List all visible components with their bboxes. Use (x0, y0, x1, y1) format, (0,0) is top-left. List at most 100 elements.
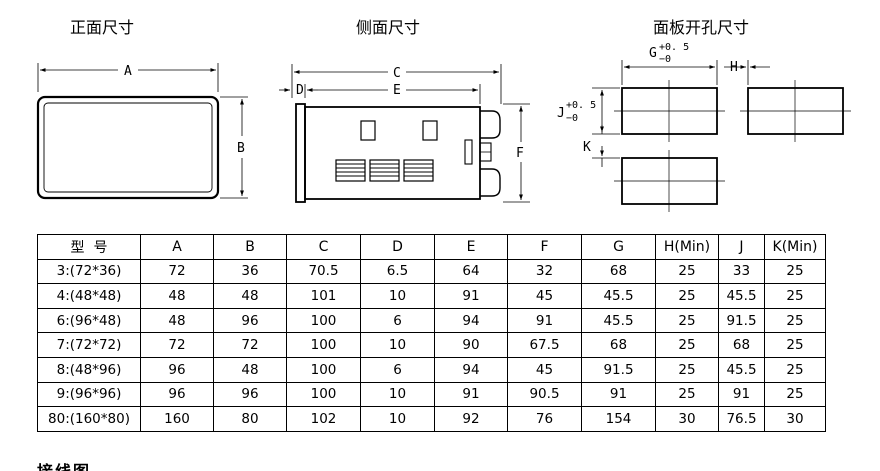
table-cell: 96 (213, 381, 287, 408)
dimension-table: 型 号 A B C D E F G H(Min) J K(Min) 3:(72*… (37, 234, 826, 432)
dim-label-f: F (516, 146, 524, 161)
table-cell: 64 (434, 258, 508, 285)
side-view-title: 侧面尺寸 (356, 18, 421, 37)
table-cell: 30 (764, 406, 826, 432)
dim-label-c: C (393, 66, 401, 81)
table-cell: 25 (764, 283, 826, 309)
table-cell: 3:(72*36) (37, 258, 141, 285)
table-cell: 68 (718, 332, 765, 358)
table-cell: 91 (434, 283, 508, 309)
table-cell: 91 (434, 381, 508, 408)
col-header-model: 型 号 (37, 234, 141, 260)
table-cell: 72 (140, 258, 214, 285)
table-cell: 96 (213, 307, 287, 334)
g-tolerance-upper: +0. 5 (659, 42, 689, 53)
table-cell: 8:(48*96) (37, 356, 141, 383)
table-cell: 102 (286, 406, 361, 432)
table-cell: 91 (718, 381, 765, 408)
table-cell: 90.5 (507, 381, 582, 408)
col-header-a: A (140, 234, 214, 260)
side-view (279, 64, 530, 203)
table-cell: 48 (140, 307, 214, 334)
g-tolerance-lower: −0 (659, 54, 671, 65)
table-cell: 45.5 (718, 283, 765, 309)
table-cell: 80 (213, 406, 287, 432)
table-cell: 94 (434, 356, 508, 383)
table-cell: 10 (360, 283, 435, 309)
table-cell: 91.5 (718, 307, 765, 334)
table-cell: 25 (764, 381, 826, 408)
dim-label-h: H (730, 60, 738, 75)
table-cell: 45.5 (581, 307, 656, 334)
col-header-c: C (286, 234, 361, 260)
front-view (36, 63, 248, 200)
table-cell: 92 (434, 406, 508, 432)
table-cell: 91 (581, 381, 656, 408)
dim-label-e: E (393, 83, 401, 98)
table-cell: 25 (655, 332, 719, 358)
table-cell: 94 (434, 307, 508, 334)
dim-label-g: G (649, 46, 657, 61)
table-cell: 10 (360, 381, 435, 408)
col-header-d: D (360, 234, 435, 260)
table-cell: 6 (360, 307, 435, 334)
table-cell: 45.5 (581, 283, 656, 309)
table-cell: 9:(96*96) (37, 381, 141, 408)
cutout-centerlines (614, 80, 851, 212)
dim-label-a: A (124, 64, 132, 79)
table-cell: 25 (655, 381, 719, 408)
table-row: 8:(48*96) 96 48 100 6 94 45 91.5 25 45.5… (37, 356, 826, 383)
j-tolerance-lower: −0 (566, 113, 578, 124)
table-cell: 67.5 (507, 332, 582, 358)
table-cell: 10 (360, 332, 435, 358)
dim-label-d: D (296, 83, 304, 98)
table-cell: 25 (764, 258, 826, 285)
table-cell: 45 (507, 356, 582, 383)
table-cell: 4:(48*48) (37, 283, 141, 309)
table-cell: 68 (581, 332, 656, 358)
dimension-drawings: A B (36, 42, 851, 212)
table-cell: 25 (764, 356, 826, 383)
table-cell: 6:(96*48) (37, 307, 141, 334)
table-cell: 48 (140, 283, 214, 309)
table-cell: 48 (213, 283, 287, 309)
table-cell: 90 (434, 332, 508, 358)
table-cell: 25 (764, 307, 826, 334)
table-cell: 91.5 (581, 356, 656, 383)
table-cell: 33 (718, 258, 765, 285)
table-cell: 25 (655, 258, 719, 285)
col-header-j: J (718, 234, 765, 260)
table-cell: 96 (140, 381, 214, 408)
table-cell: 45 (507, 283, 582, 309)
panel-cutout-title: 面板开孔尺寸 (653, 18, 750, 37)
side-vent-lines (336, 163, 433, 177)
table-cell: 100 (286, 332, 361, 358)
j-tolerance-upper: +0. 5 (566, 100, 596, 111)
table-cell: 91 (507, 307, 582, 334)
table-cell: 101 (286, 283, 361, 309)
table-header-row: 型 号 A B C D E F G H(Min) J K(Min) (37, 234, 826, 260)
table-cell: 25 (655, 283, 719, 309)
table-cell: 25 (764, 332, 826, 358)
table-cell: 100 (286, 356, 361, 383)
table-cell: 100 (286, 381, 361, 408)
table-cell: 100 (286, 307, 361, 334)
table-cell: 25 (655, 307, 719, 334)
table-cell: 72 (213, 332, 287, 358)
dim-label-b: B (237, 141, 245, 156)
table-row: 3:(72*36) 72 36 70.5 6.5 64 32 68 25 33 … (37, 258, 826, 285)
col-header-e: E (434, 234, 508, 260)
table-row: 9:(96*96) 96 96 100 10 91 90.5 91 25 91 … (37, 381, 826, 408)
table-cell: 6 (360, 356, 435, 383)
panel-cutout-view (592, 60, 844, 205)
table-cell: 32 (507, 258, 582, 285)
front-view-title: 正面尺寸 (70, 18, 135, 37)
table-row: 80:(160*80) 160 80 102 10 92 76 154 30 7… (37, 406, 826, 432)
dim-label-j: J (557, 106, 565, 121)
table-cell: 80:(160*80) (37, 406, 141, 432)
table-cell: 25 (655, 356, 719, 383)
table-cell: 68 (581, 258, 656, 285)
table-cell: 72 (140, 332, 214, 358)
table-cell: 7:(72*72) (37, 332, 141, 358)
table-cell: 76.5 (718, 406, 765, 432)
